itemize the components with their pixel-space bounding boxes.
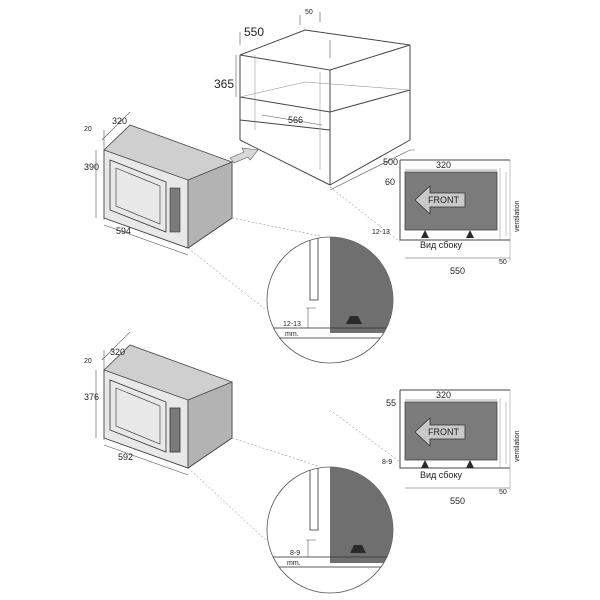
bottom-side-caption: Вид сбоку — [420, 470, 462, 480]
top-unit-height-label: 390 — [84, 162, 99, 172]
top-unit-depth-label: 320 — [112, 116, 127, 126]
bottom-side-front-label: FRONT — [428, 427, 459, 437]
top-side-rear-gap-label: 50 — [499, 259, 507, 266]
top-microwave-drawing: 320 20 390 594 — [84, 111, 233, 256]
bottom-detail-leaders — [187, 409, 401, 541]
bottom-side-total-label: 550 — [450, 496, 465, 506]
bottom-side-gap-label: 8-9 — [382, 459, 392, 466]
bottom-unit-corner-label: 20 — [84, 358, 92, 365]
cabinet-offset-label: 60 — [385, 177, 395, 187]
top-side-gap-label: 12-13 — [372, 229, 390, 236]
bottom-microwave-drawing: 320 20 376 592 — [84, 331, 233, 476]
top-unit-width-label: 594 — [116, 226, 131, 236]
bottom-detail-unit-label: mm. — [287, 560, 301, 567]
cabinet-inner-depth-label: 566 — [288, 115, 303, 125]
cabinet-height-label: 365 — [214, 77, 234, 91]
top-unit-corner-label: 20 — [84, 126, 92, 133]
top-side-ventilation-label: ventilation — [514, 200, 521, 232]
insert-arrow — [229, 147, 259, 164]
top-side-view: 320 FRONT ventilation 12-13 Вид сбоку 55… — [372, 159, 521, 276]
cabinet-corner-label: 50 — [305, 9, 313, 16]
top-detail-unit-label: mm. — [285, 331, 299, 338]
top-side-depth-label: 320 — [436, 160, 451, 170]
bottom-unit-height-label: 376 — [84, 392, 99, 402]
bottom-detail-gap-label: 8-9 — [290, 550, 300, 557]
bottom-side-depth-label: 320 — [436, 390, 451, 400]
bottom-unit-width-label: 592 — [118, 452, 133, 462]
bottom-side-rear-gap-label: 50 — [499, 489, 507, 496]
top-detail-circle: 12-13 mm. — [266, 236, 394, 364]
bottom-side-ventilation-label: ventilation — [514, 430, 521, 462]
top-side-front-label: FRONT — [428, 195, 459, 205]
bottom-side-top-gap-label: 55 — [386, 398, 396, 408]
top-detail-gap-label: 12-13 — [283, 321, 301, 328]
bottom-detail-circle: 8-9 mm. — [266, 466, 394, 594]
bottom-unit-depth-label: 320 — [110, 347, 125, 357]
top-detail-leaders — [187, 186, 401, 311]
top-side-total-label: 550 — [450, 266, 465, 276]
cabinet-depth-label: 500 — [383, 157, 398, 167]
top-side-caption: Вид сбоку — [420, 240, 462, 250]
bottom-side-view: 55 320 FRONT ventilation 8-9 Вид сбоку 5… — [382, 389, 521, 506]
cabinet-width-label: 550 — [244, 25, 264, 39]
cabinet-drawing: 550 50 365 566 500 60 — [214, 9, 415, 191]
